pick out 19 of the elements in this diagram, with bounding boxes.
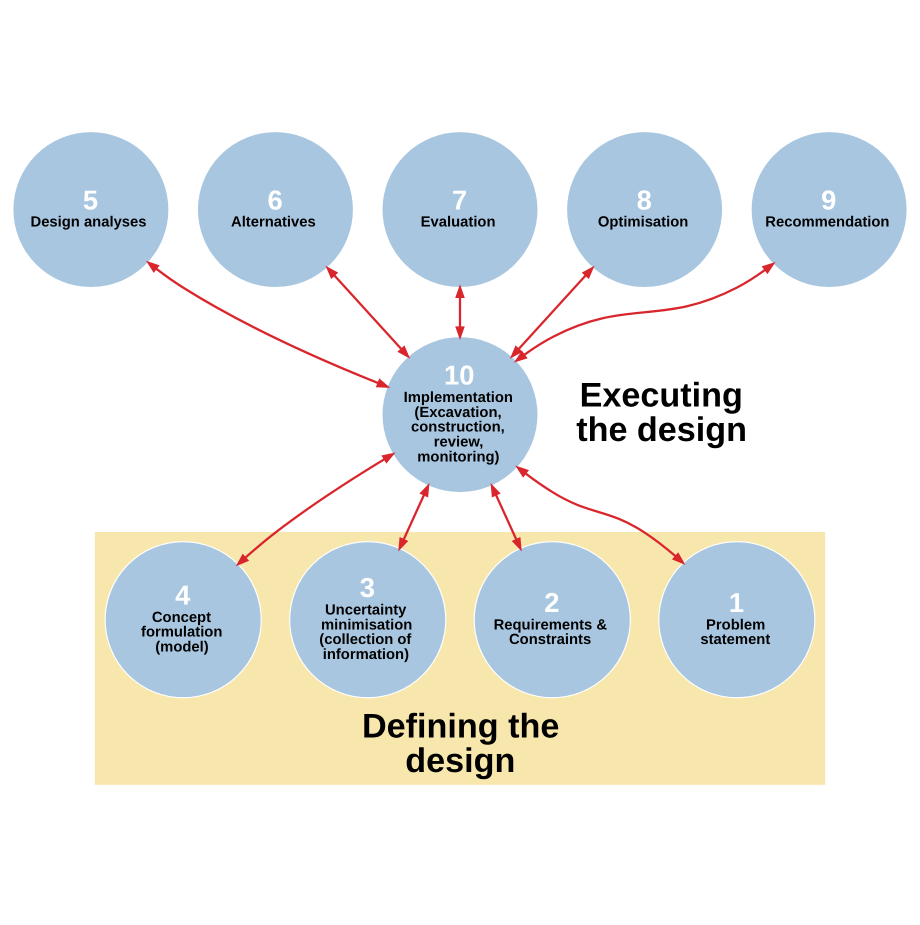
arrow <box>510 266 594 359</box>
node-circle: 7 Evaluation <box>381 130 539 288</box>
arrow <box>490 483 522 552</box>
arrow <box>455 284 465 340</box>
node-circle: 9 Recommendation <box>750 130 908 288</box>
arrow <box>398 483 430 552</box>
arrow <box>236 452 396 566</box>
arrow <box>326 266 410 359</box>
node-circle: 3 Uncertainty minimisation (collection of information) <box>289 541 446 698</box>
node-circle: 1 Problem statement <box>658 541 816 698</box>
node-circle: 5 Design analyses <box>12 130 170 288</box>
node-circle: 2 Requirements & Constraints <box>474 541 631 698</box>
arrow <box>146 260 390 388</box>
arrow <box>515 466 686 565</box>
node-circle: 8 Optimisation <box>566 130 724 288</box>
node-circle: 4 Concept formulation (model) <box>104 541 262 698</box>
label: Executing the design <box>576 376 748 449</box>
arrow <box>514 262 776 363</box>
node-circle: 6 Alternatives <box>196 130 354 288</box>
